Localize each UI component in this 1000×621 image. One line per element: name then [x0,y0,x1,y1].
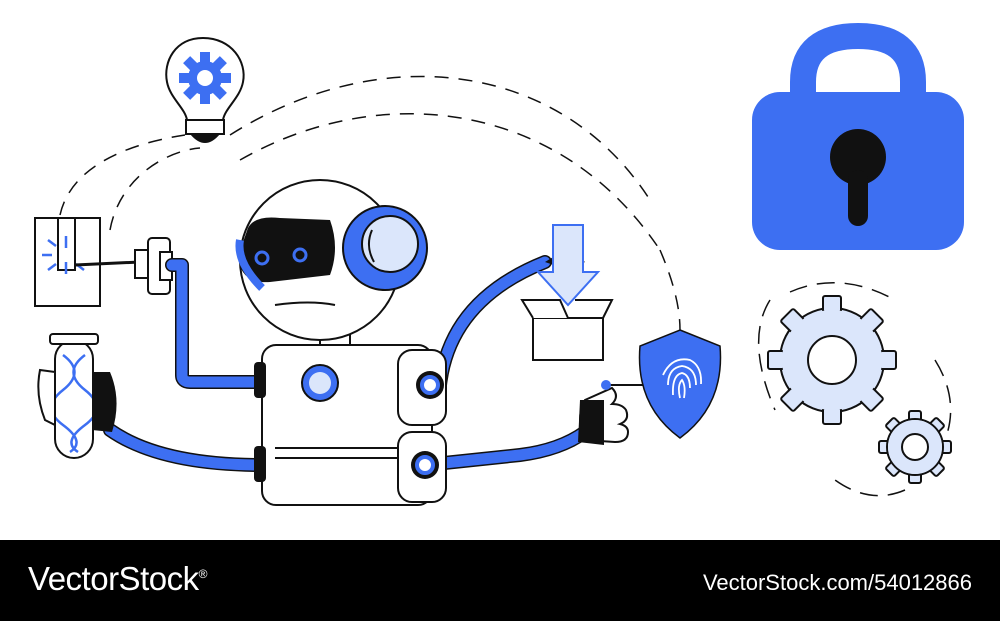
gears-icon [757,281,952,497]
robot-hand-icon [578,380,645,445]
vectorstock-logo: VectorStock® [28,560,207,598]
brand-text: VectorStock [28,560,199,597]
robot-illustration [34,22,964,506]
padlock-icon [752,22,964,250]
registered-mark: ® [198,567,208,581]
lightbulb-gear-icon [165,36,245,143]
dashed-arcs [59,75,681,331]
microchip-laser-icon [34,217,173,307]
shield-fingerprint-icon [638,329,722,439]
robot-icon [235,179,447,506]
box-download-icon [520,224,614,361]
image-id-text: VectorStock.com/54012866 [702,570,972,595]
dna-test-tube-icon [37,333,117,459]
footer-bar: VectorStock® VectorStock.com/54012866 [0,540,1000,621]
